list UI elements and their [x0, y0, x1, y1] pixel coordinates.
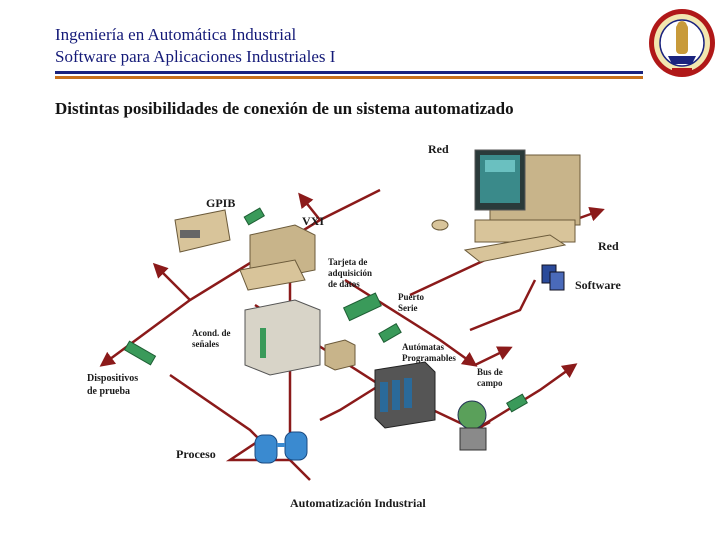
software-icon: [541, 264, 565, 291]
course-subtitle: Software para Aplicaciones Industriales …: [55, 47, 336, 66]
gpib-instrument: [174, 209, 231, 253]
label-tarjeta-line3: de datos: [328, 279, 360, 289]
to-field-bus: [319, 383, 381, 422]
label-proceso: Proceso: [176, 447, 216, 461]
signal-conditioning-rack: [244, 299, 321, 376]
software-branch: [469, 279, 537, 332]
slide-subtitle: Distintas posibilidades de conexión de u…: [55, 99, 514, 118]
serial-card: [378, 322, 402, 344]
label-automatas-line2: Programables: [402, 353, 456, 363]
label-footer: Automatización Industrial: [290, 496, 426, 510]
label-bus-line1: Bus de: [477, 367, 503, 377]
label-tarjeta-line1: Tarjeta de: [328, 257, 367, 267]
header-rule-blue: [55, 71, 643, 74]
plc-rack: [374, 361, 436, 429]
course-title: Ingeniería en Automática Industrial: [55, 25, 297, 44]
computer-workstation: [431, 149, 581, 263]
field-transmitter: [457, 400, 487, 451]
up-arrow-red: [298, 192, 321, 221]
label-puerto-line1: Puerto: [398, 292, 424, 302]
label-acond-line1: Acond. de: [192, 328, 231, 338]
label-dispositivos-line1: Dispositivos: [87, 373, 138, 384]
label-gpib: GPIB: [206, 196, 235, 210]
label-bus-line2: campo: [477, 378, 503, 388]
label-puerto-line2: Serie: [398, 303, 418, 313]
label-red-right: Red: [598, 239, 619, 253]
label-software: Software: [575, 278, 621, 292]
process-tanks: [254, 431, 308, 464]
small-module: [324, 339, 356, 371]
automation-diagram: Red GPIB VXI Red Software Tarjeta de adq…: [87, 142, 621, 510]
label-acond-line2: señales: [192, 339, 219, 349]
label-vxi: VXI: [302, 214, 324, 228]
label-dispositivos-line2: de prueba: [87, 386, 130, 397]
gpib-card: [243, 207, 265, 226]
vxi-chassis: [239, 224, 316, 291]
label-tarjeta-line2: adquisición: [328, 268, 372, 278]
left-arrow-serial: [474, 346, 513, 367]
label-red-top: Red: [428, 142, 449, 156]
lower-network-line: [169, 373, 261, 441]
bus-branch: [474, 363, 578, 432]
header-rule-orange: [55, 76, 643, 79]
daq-card: [342, 292, 382, 322]
field-bus-card: [506, 393, 528, 413]
university-crest-logo: [649, 9, 715, 77]
test-device-card: [123, 340, 157, 366]
up-arrow-gpib: [152, 262, 191, 301]
label-automatas-line1: Autómatas: [402, 342, 444, 352]
